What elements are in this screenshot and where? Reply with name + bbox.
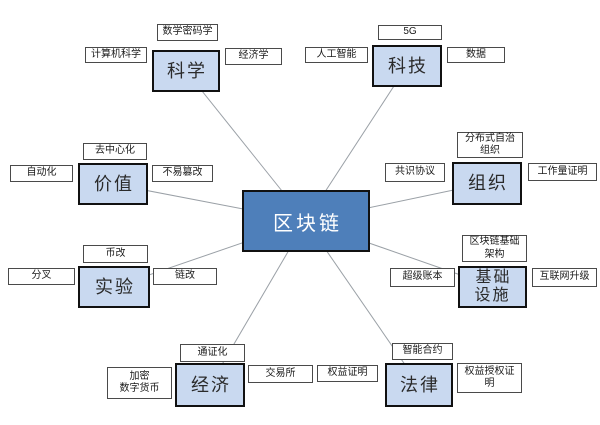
leaf-node-dao: 分布式自治 组织 bbox=[457, 132, 523, 158]
leaf-node-smart-contract: 智能合约 bbox=[392, 343, 453, 360]
leaf-node-cryptocurrency: 加密 数字货币 bbox=[107, 367, 172, 399]
center-node-blockchain: 区块链 bbox=[242, 190, 370, 252]
leaf-node-decentralization: 去中心化 bbox=[83, 143, 147, 160]
leaf-node-data: 数据 bbox=[447, 47, 505, 63]
leaf-node-internet-upgrade: 互联网升级 bbox=[532, 268, 597, 287]
branch-node-science: 科学 bbox=[152, 50, 220, 92]
leaf-node-hyperledger: 超级账本 bbox=[390, 268, 455, 287]
branch-node-economy: 经济 bbox=[175, 363, 245, 407]
leaf-node-tokenization: 通证化 bbox=[180, 344, 245, 362]
leaf-node-delegated-proof-of-stake: 权益授权证 明 bbox=[457, 363, 522, 393]
leaf-node-coin-reform: 币改 bbox=[83, 245, 148, 263]
leaf-node-economics: 经济学 bbox=[225, 48, 282, 65]
branch-node-infrastructure: 基础 设施 bbox=[458, 266, 527, 308]
leaf-node-proof-of-stake: 权益证明 bbox=[317, 365, 378, 382]
leaf-node-consensus-protocol: 共识协议 bbox=[385, 163, 445, 182]
branch-node-law: 法律 bbox=[385, 363, 453, 407]
leaf-node-chain-reform: 链改 bbox=[153, 268, 217, 285]
leaf-node-5g: 5G bbox=[378, 25, 442, 40]
leaf-node-blockchain-infrastructure: 区块链基础 架构 bbox=[462, 235, 527, 262]
leaf-node-exchange: 交易所 bbox=[248, 365, 313, 383]
leaf-node-fork: 分叉 bbox=[8, 268, 75, 285]
leaf-node-proof-of-work: 工作量证明 bbox=[528, 163, 597, 181]
leaf-node-math-cryptography: 数学密码学 bbox=[157, 24, 218, 41]
leaf-node-tamper-proof: 不易篡改 bbox=[152, 165, 213, 182]
branch-node-organization: 组织 bbox=[452, 162, 522, 205]
leaf-node-computer-science: 计算机科学 bbox=[85, 47, 147, 63]
leaf-node-artificial-intelligence: 人工智能 bbox=[305, 47, 368, 63]
branch-node-technology: 科技 bbox=[372, 45, 442, 87]
branch-node-value: 价值 bbox=[78, 163, 148, 205]
leaf-node-automation: 自动化 bbox=[10, 165, 73, 182]
branch-node-experiment: 实验 bbox=[78, 266, 150, 308]
